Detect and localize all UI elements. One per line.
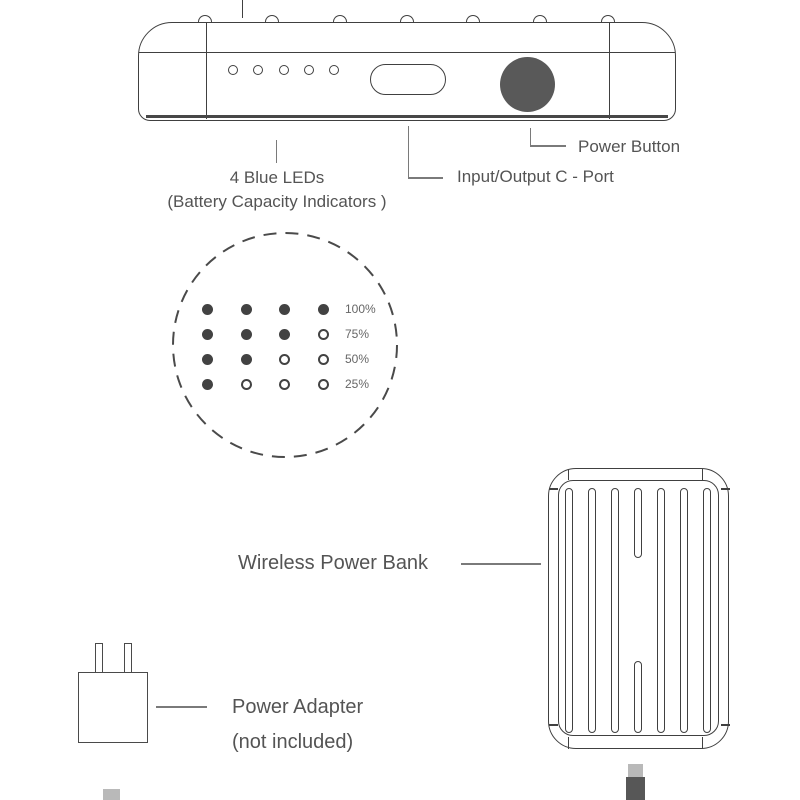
power-adapter-leader-line <box>156 706 207 708</box>
led-hole <box>279 65 289 75</box>
led-dot-on <box>278 328 290 340</box>
power-button <box>500 57 555 112</box>
bank-rib-slot-bottom-segment <box>634 661 642 733</box>
bank-rib-slot <box>588 488 596 733</box>
ridge-bump <box>400 15 414 23</box>
device-top-face-line <box>139 52 675 53</box>
bank-tick-left-upper <box>549 488 558 490</box>
bank-tick-bottom-right <box>702 737 703 749</box>
bank-tick-top-right <box>702 469 703 480</box>
port-leader-line-horizontal <box>408 177 443 179</box>
ridge-bump <box>466 15 480 23</box>
capacity-percent-label: 50% <box>345 352 370 366</box>
led-dot-off <box>317 378 329 390</box>
bank-rib-slot <box>611 488 619 733</box>
usb-c-port <box>370 64 446 95</box>
bank-tick-left-lower <box>549 724 558 726</box>
led-hole <box>253 65 263 75</box>
led-dot-on <box>201 353 213 365</box>
power-button-leader-line-horizontal <box>530 145 566 147</box>
capacity-percent-label: 100% <box>345 302 376 316</box>
led-dot-on <box>201 378 213 390</box>
ridge-bump <box>333 15 347 23</box>
device-bottom-shadow-line <box>146 115 668 118</box>
led-hole <box>228 65 238 75</box>
led-dot-on <box>240 303 252 315</box>
led-dot-on <box>240 353 252 365</box>
led-dot-off <box>317 328 329 340</box>
bank-rib-slot <box>565 488 573 733</box>
usb-connector-tip-left <box>103 789 120 800</box>
power-adapter-prong-left <box>95 643 103 673</box>
bank-tick-right-upper <box>721 488 730 490</box>
ridge-bump <box>198 15 212 23</box>
power-adapter-label-line1: Power Adapter <box>232 696 364 718</box>
ridge-bump <box>265 15 279 23</box>
bank-rib-slot-top-segment <box>634 488 642 558</box>
ridge-bump <box>533 15 547 23</box>
power-adapter-body <box>78 672 148 743</box>
capacity-percent-label: 25% <box>345 377 370 391</box>
wireless-power-bank-leader-line <box>461 563 541 565</box>
port-leader-line-vertical <box>408 126 409 178</box>
led-dot-off <box>278 353 290 365</box>
battery-capacity-dashed-circle <box>172 232 398 458</box>
bank-tick-right-lower <box>721 724 730 726</box>
device-left-seam-line <box>206 23 207 119</box>
wireless-power-bank-inner <box>558 480 719 736</box>
wireless-power-bank-outer <box>548 468 729 749</box>
bank-rib-slot <box>657 488 665 733</box>
bank-tick-top-left <box>568 469 569 480</box>
led-hole <box>329 65 339 75</box>
bank-rib-slot <box>703 488 711 733</box>
capacity-percent-label: 75% <box>345 327 370 341</box>
led-dot-on <box>278 303 290 315</box>
ridge-bump <box>601 15 615 23</box>
power-button-label: Power Button <box>578 137 681 156</box>
bank-rib-slot <box>680 488 688 733</box>
wireless-power-bank-label: Wireless Power Bank <box>238 552 429 574</box>
power-adapter-label-line2: (not included) <box>232 731 354 753</box>
led-dot-off <box>240 378 252 390</box>
top-leader-line <box>242 0 243 18</box>
led-dot-on <box>317 303 329 315</box>
led-dot-on <box>201 303 213 315</box>
leds-leader-line <box>276 140 277 163</box>
led-hole <box>304 65 314 75</box>
power-button-leader-line-vertical <box>530 128 531 146</box>
led-dot-on <box>201 328 213 340</box>
device-right-seam-line <box>609 23 610 119</box>
led-dot-on <box>240 328 252 340</box>
usb-c-connector-tip-right <box>628 764 643 777</box>
port-label: Input/Output C - Port <box>457 167 614 186</box>
leds-label-line1: 4 Blue LEDs <box>229 168 325 187</box>
bank-tick-bottom-left <box>568 737 569 749</box>
led-dot-off <box>278 378 290 390</box>
led-dot-off <box>317 353 329 365</box>
usb-c-connector-body-right <box>626 777 645 800</box>
leds-label-line2: (Battery Capacity Indicators ) <box>167 192 387 211</box>
power-adapter-prong-right <box>124 643 132 673</box>
